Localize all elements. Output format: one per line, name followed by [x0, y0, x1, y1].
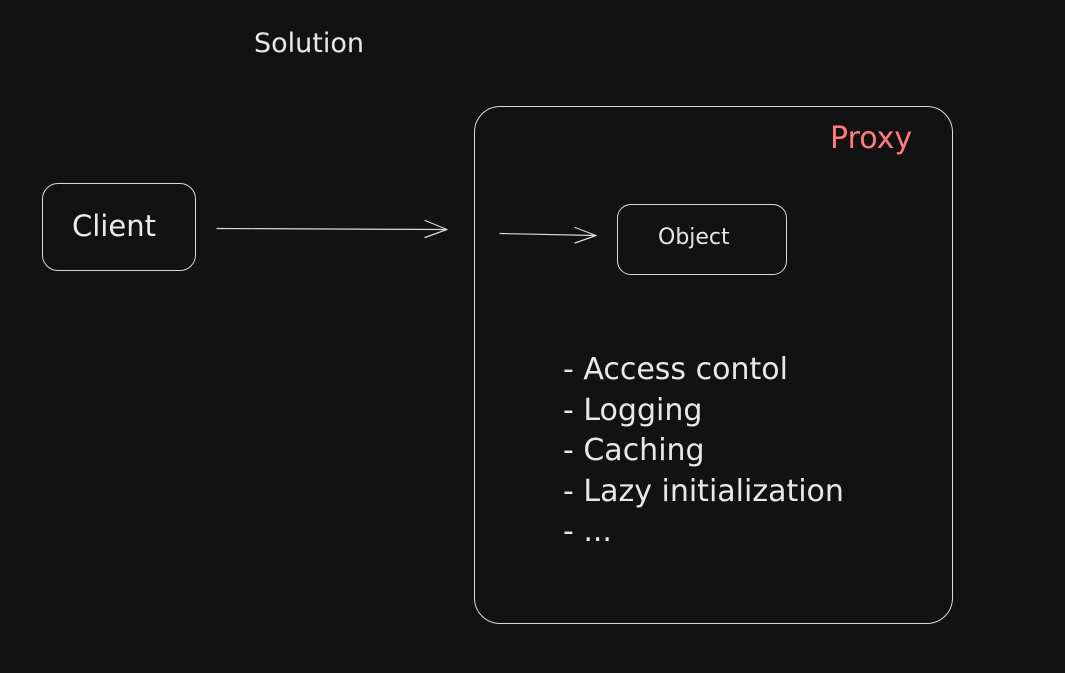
object-box: [617, 204, 787, 275]
feature-item: - Logging: [563, 392, 703, 428]
client-to-proxy-arrow: [216, 219, 448, 239]
feature-item: - Access contol: [563, 352, 788, 387]
feature-item: - Lazy initialization: [563, 473, 844, 509]
diagram-title: Solution: [254, 28, 364, 59]
client-box: [42, 183, 196, 271]
proxy-box: [474, 106, 953, 624]
proxy-to-object-arrow: [499, 226, 597, 244]
object-label: Object: [658, 225, 730, 250]
proxy-feature-list: - Access contol - Logging - Caching - La…: [563, 350, 844, 553]
proxy-label: Proxy: [830, 121, 913, 156]
client-label: Client: [72, 209, 156, 243]
feature-item: - Caching: [563, 433, 705, 468]
feature-item: - ...: [563, 514, 612, 549]
